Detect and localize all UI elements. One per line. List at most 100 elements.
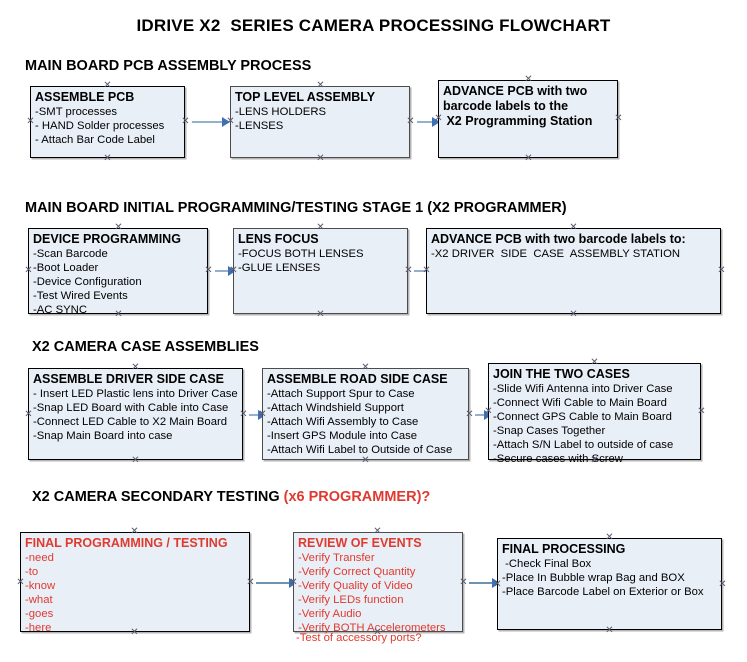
connector-handle-bottom[interactable] xyxy=(130,628,139,637)
flow-box-final-processing[interactable]: FINAL PROCESSING -Check Final Box -Place… xyxy=(497,538,722,630)
flow-box-line: -Attach Windshield Support xyxy=(267,402,404,414)
connector-handle-bottom[interactable] xyxy=(524,154,533,163)
connector-handle-right[interactable] xyxy=(614,114,623,123)
connector-handle-left[interactable] xyxy=(484,407,493,416)
connector-handle-right[interactable] xyxy=(204,266,213,275)
connector-handle-top[interactable] xyxy=(316,223,325,232)
flow-box-overflow-line: -Test of accessory ports? xyxy=(296,632,422,644)
flow-box-review-of-events[interactable]: REVIEW OF EVENTS -Verify Transfer -Verif… xyxy=(293,532,463,634)
flow-box-line: -Secure cases with Screw xyxy=(493,453,623,465)
flow-box-advance-pcb-to-programming-station[interactable]: ADVANCE PCB with two barcode labels to t… xyxy=(438,80,618,158)
flow-box-line: -know xyxy=(25,580,56,592)
flow-box-line: -need xyxy=(25,552,54,564)
flow-box-join-the-two-cases[interactable]: JOIN THE TWO CASES -Slide Wifi Antenna i… xyxy=(488,363,701,465)
connector-handle-left[interactable] xyxy=(289,578,298,587)
flow-box-top-level-assembly[interactable]: TOP LEVEL ASSEMBLY -LENS HOLDERS -LENSES xyxy=(230,86,410,158)
connector-handle-left[interactable] xyxy=(16,578,25,587)
flow-box-title: FINAL PROCESSING xyxy=(502,542,626,556)
connector-handle-left[interactable] xyxy=(434,114,443,123)
flow-box-assemble-pcb[interactable]: ASSEMBLE PCB -SMT processes - HAND Solde… xyxy=(30,86,185,158)
connector-handle-top[interactable] xyxy=(373,527,382,536)
connector-handle-right[interactable] xyxy=(718,580,727,589)
connector-handle-top[interactable] xyxy=(103,81,112,90)
flow-box-line: -Snap LED Board with Cable into Case xyxy=(33,402,229,414)
section-heading-main-board-pcb-assembly: MAIN BOARD PCB ASSEMBLY PROCESS xyxy=(25,58,312,74)
connector-handle-right[interactable] xyxy=(406,117,415,126)
connector-handle-bottom[interactable] xyxy=(103,154,112,163)
connector-handle-right[interactable] xyxy=(697,407,706,416)
flow-box-device-programming[interactable]: DEVICE PROGRAMMING -Scan Barcode -Boot L… xyxy=(28,228,208,316)
connector-handle-bottom[interactable] xyxy=(590,456,599,465)
connector-handle-right[interactable] xyxy=(459,578,468,587)
connector-handle-left[interactable] xyxy=(24,266,33,275)
flow-box-line: -Slide Wifi Antenna into Driver Case xyxy=(493,383,673,395)
connector-handle-left[interactable] xyxy=(258,410,267,419)
flow-box-line: -Scan Barcode xyxy=(33,248,108,260)
flow-box-assemble-road-side-case[interactable]: ASSEMBLE ROAD SIDE CASE -Attach Support … xyxy=(262,368,469,460)
connector-handle-top[interactable] xyxy=(361,363,370,372)
connector-handle-right[interactable] xyxy=(181,117,190,126)
flow-box-line: -Snap Main Board into case xyxy=(33,430,173,442)
flow-box-line: - HAND Solder processes xyxy=(35,120,165,132)
connector-handle-left[interactable] xyxy=(26,117,35,126)
flow-box-title: ASSEMBLE PCB xyxy=(35,90,135,104)
connector-handle-top[interactable] xyxy=(590,358,599,367)
flow-box-title: LENS FOCUS xyxy=(238,232,319,246)
connector-handle-left[interactable] xyxy=(229,266,238,275)
flow-box-line: -here xyxy=(25,622,52,634)
flow-box-line: barcode labels to the xyxy=(443,99,569,113)
flow-box-line: -Snap Cases Together xyxy=(493,425,606,437)
connector-handle-right[interactable] xyxy=(404,266,413,275)
flow-box-line: -FOCUS BOTH LENSES xyxy=(238,248,364,260)
connector-handle-top[interactable] xyxy=(316,81,325,90)
flow-box-title: FINAL PROGRAMMING / TESTING xyxy=(25,536,228,550)
section-heading-x2-camera-case-assemblies: X2 CAMERA CASE ASSEMBLIES xyxy=(32,339,259,355)
connector-handle-bottom[interactable] xyxy=(373,628,382,637)
flow-box-line: -what xyxy=(25,594,53,606)
connector-handle-bottom[interactable] xyxy=(316,154,325,163)
flow-box-final-programming-testing[interactable]: FINAL PROGRAMMING / TESTING -need -to -k… xyxy=(20,532,250,634)
connector-handle-top[interactable] xyxy=(569,223,578,232)
connector-handle-bottom[interactable] xyxy=(569,310,578,319)
section-heading-main-board-initial-programming: MAIN BOARD INITIAL PROGRAMMING/TESTING S… xyxy=(25,200,567,216)
flow-box-line: -to xyxy=(25,566,39,578)
connector-handle-right[interactable] xyxy=(465,410,474,419)
flow-box-line: -X2 DRIVER SIDE CASE ASSEMBLY STATION xyxy=(431,248,681,260)
connector-handle-top[interactable] xyxy=(524,75,533,84)
flow-box-title: TOP LEVEL ASSEMBLY xyxy=(235,90,376,104)
connector-line xyxy=(469,582,499,584)
connector-handle-right[interactable] xyxy=(246,578,255,587)
flow-box-line: -LENS HOLDERS xyxy=(235,106,327,118)
connector-handle-left[interactable] xyxy=(226,117,235,126)
connector-handle-bottom[interactable] xyxy=(131,456,140,465)
flow-box-line: -Verify Transfer xyxy=(298,552,375,564)
connector-handle-bottom[interactable] xyxy=(114,310,123,319)
connector-handle-right[interactable] xyxy=(239,410,248,419)
connector-handle-left[interactable] xyxy=(24,410,33,419)
flow-box-line: -Connect LED Cable to X2 Main Board xyxy=(33,416,228,428)
flow-box-line: -Connect Wifi Cable to Main Board xyxy=(493,397,667,409)
flow-box-line: -Attach Wifi Label to Outside of Case xyxy=(267,444,453,456)
flow-box-lens-focus[interactable]: LENS FOCUS -FOCUS BOTH LENSES -GLUE LENS… xyxy=(233,228,408,314)
connector-handle-bottom[interactable] xyxy=(605,626,614,635)
flow-box-line: -Verify Quality of Video xyxy=(298,580,413,592)
connector-line xyxy=(475,414,489,416)
flow-box-title: ASSEMBLE DRIVER SIDE CASE xyxy=(33,372,225,386)
flow-box-assemble-driver-side-case[interactable]: ASSEMBLE DRIVER SIDE CASE - Insert LED P… xyxy=(28,368,243,460)
flow-box-line: - Insert LED Plastic lens into Driver Ca… xyxy=(33,388,238,400)
connector-handle-top[interactable] xyxy=(131,363,140,372)
connector-handle-top[interactable] xyxy=(605,533,614,542)
flow-box-title: ADVANCE PCB with two barcode labels to: xyxy=(431,232,686,246)
flow-box-line: X2 Programming Station xyxy=(443,114,593,128)
flow-box-line: -Verify Audio xyxy=(298,608,362,620)
flow-box-title: ASSEMBLE ROAD SIDE CASE xyxy=(267,372,448,386)
connector-handle-left[interactable] xyxy=(422,266,431,275)
connector-handle-top[interactable] xyxy=(114,223,123,232)
connector-handle-top[interactable] xyxy=(130,527,139,536)
connector-handle-bottom[interactable] xyxy=(361,456,370,465)
connector-handle-left[interactable] xyxy=(493,580,502,589)
flow-box-advance-pcb-to-driver-side-case[interactable]: ADVANCE PCB with two barcode labels to: … xyxy=(426,228,721,314)
flow-box-line: - Attach Bar Code Label xyxy=(35,134,155,146)
connector-handle-right[interactable] xyxy=(717,266,726,275)
connector-handle-bottom[interactable] xyxy=(316,310,325,319)
